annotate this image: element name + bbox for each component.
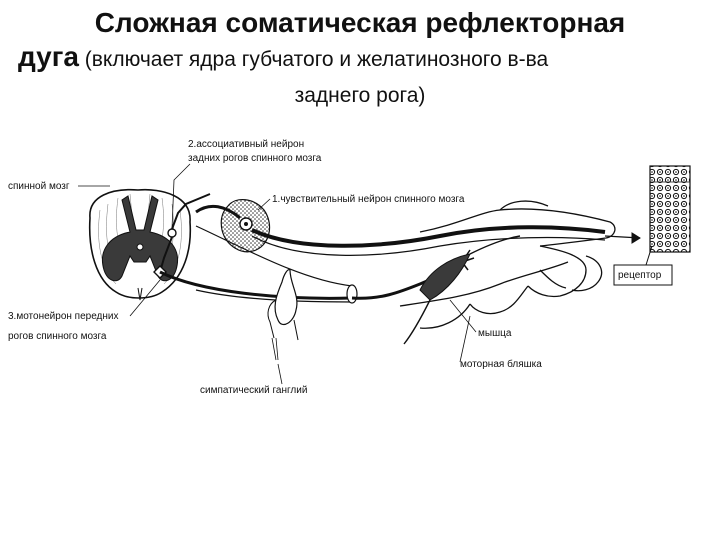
dorsal-root-ganglion [220, 199, 271, 253]
label-motor-neuron-1: 3.мотонейрон передних [8, 311, 119, 322]
slide-title: Сложная соматическая рефлекторная дуга (… [0, 6, 720, 113]
label-sympathetic-ganglion: симпатический ганглий [200, 385, 308, 396]
label-receptor: рецептор [618, 270, 662, 281]
sensory-fiber [195, 204, 641, 256]
label-motor-plaque: моторная бляшка [460, 359, 542, 370]
label-association-neuron-1: 2.ассоциативный нейрон [188, 139, 305, 150]
title-subtitle: (включает ядра губчатого и желатинозного… [78, 48, 549, 71]
hand-illustration [399, 200, 616, 329]
label-motor-neuron-2: рогов спинного мозга [8, 331, 107, 342]
muscle [403, 235, 521, 345]
leader-lines [78, 163, 477, 385]
motor-neuron [153, 265, 353, 300]
receptor-tissue [613, 165, 691, 286]
title-line-1: Сложная соматическая рефлекторная [94, 7, 626, 38]
title-line-3: заднего рога) [294, 84, 426, 107]
sympathetic-ganglion [267, 269, 299, 361]
title-line-2: дуга (включает ядра губчатого и желатино… [0, 40, 720, 79]
label-sensory-neuron: 1.чувствительный нейрон спинного мозга [272, 194, 465, 205]
title-word-arc: дуга [18, 41, 79, 72]
label-association-neuron-2: задних рогов спинного мозга [188, 153, 322, 164]
label-spinal-cord: спинной мозг [8, 181, 70, 192]
spinal-cord-section [88, 188, 192, 301]
label-muscle: мышца [478, 328, 512, 339]
